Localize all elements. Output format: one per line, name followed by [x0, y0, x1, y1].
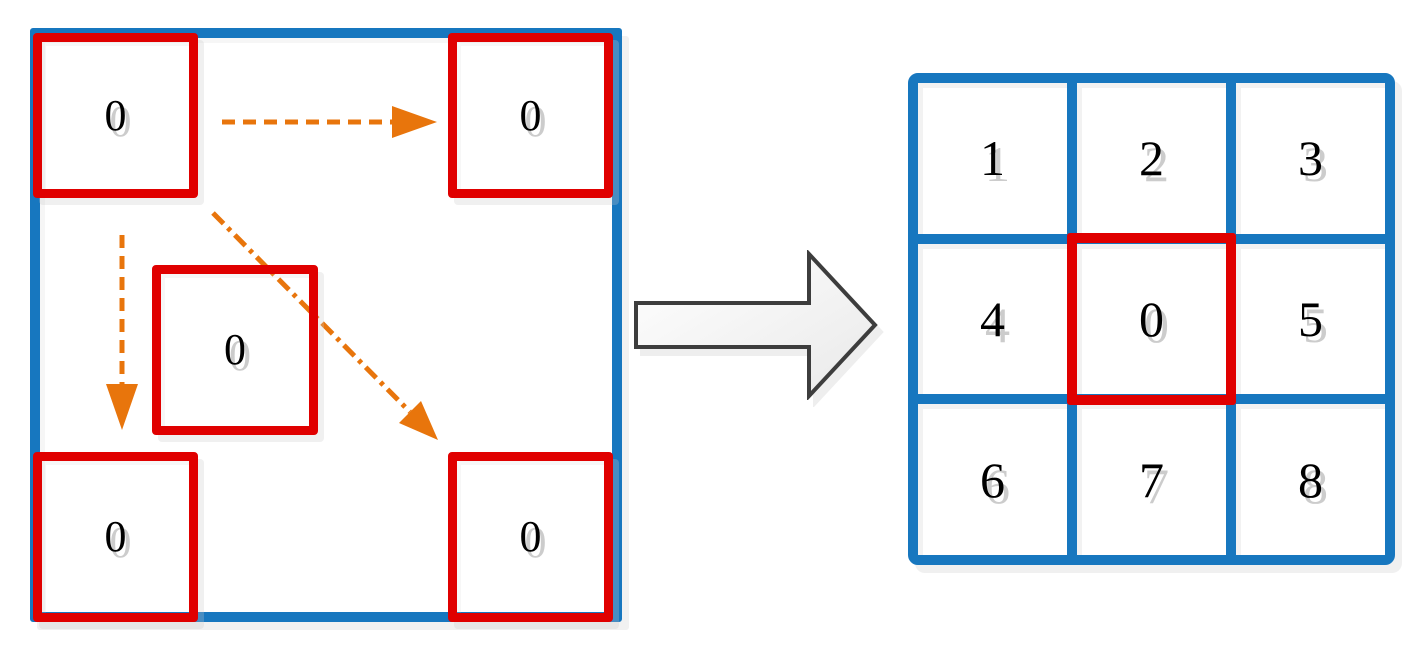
grid-cell-r0c0: 1 — [918, 83, 1067, 234]
left-board: 0 0 0 0 0 — [30, 28, 622, 622]
grid-cell-r0c1: 2 — [1077, 83, 1226, 234]
cell-value: 7 — [1139, 451, 1164, 508]
numbered-grid: 1 2 3 4 0 5 6 7 8 — [908, 73, 1395, 565]
grid-cell-r2c2: 8 — [1236, 404, 1385, 555]
grid-cell-r2c1: 7 — [1077, 404, 1226, 555]
cell-value: 2 — [1139, 130, 1164, 187]
board-square-bottom-left: 0 — [33, 452, 198, 622]
block-arrow-right-icon — [633, 248, 879, 402]
square-value: 0 — [519, 90, 542, 140]
board-square-top-right: 0 — [448, 33, 613, 198]
cell-value: 8 — [1298, 451, 1323, 508]
cell-value: 6 — [980, 451, 1005, 508]
cell-value: 4 — [980, 290, 1005, 347]
grid-cell-center: 0 — [1077, 243, 1226, 395]
grid-cell-r1c0: 4 — [918, 243, 1067, 395]
square-value: 0 — [224, 325, 246, 374]
cell-value: 0 — [1139, 290, 1164, 347]
board-square-top-left: 0 — [33, 33, 198, 198]
board-frame — [30, 28, 622, 622]
cell-value: 3 — [1298, 130, 1323, 187]
board-square-center: 0 — [152, 265, 318, 435]
square-value: 0 — [104, 512, 127, 561]
grid-cell-r2c0: 6 — [918, 404, 1067, 555]
grid-cell-r0c2: 3 — [1236, 83, 1385, 234]
board-square-bottom-right: 0 — [448, 452, 613, 622]
grid-cell-r1c2: 5 — [1236, 243, 1385, 395]
square-value: 0 — [519, 512, 542, 561]
cell-value: 1 — [980, 130, 1005, 187]
cell-value: 5 — [1298, 290, 1323, 347]
square-value: 0 — [104, 90, 127, 140]
